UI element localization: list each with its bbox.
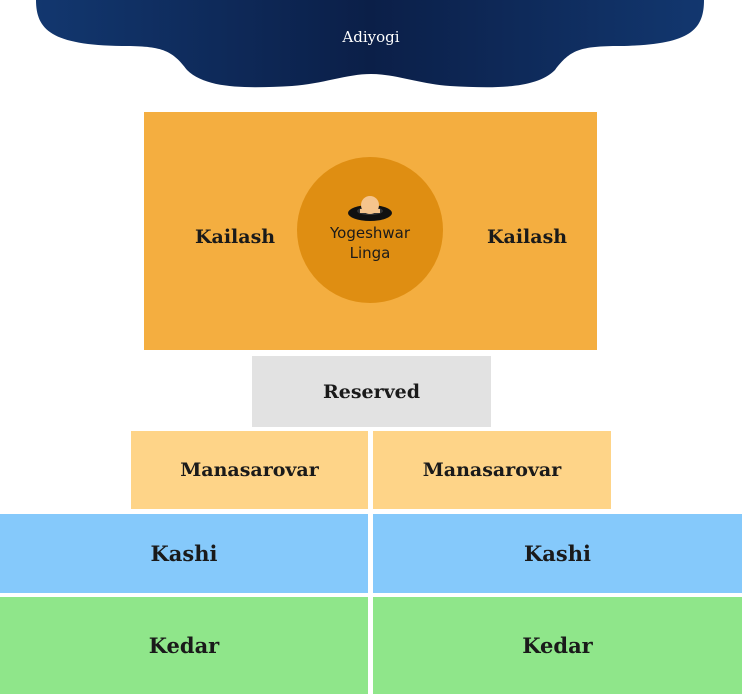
- linga-label: Yogeshwar Linga: [320, 223, 420, 263]
- stage-shape: [36, 0, 704, 88]
- kashi-left[interactable]: Kashi: [0, 514, 368, 593]
- reserved-section[interactable]: Reserved: [252, 356, 491, 427]
- kailash-left-label: Kailash: [195, 226, 276, 248]
- linga-label-line2: Linga: [349, 244, 391, 262]
- kailash-right-label: Kailash: [487, 226, 568, 248]
- stage-label: Adiyogi: [342, 28, 400, 46]
- linga-icon: [348, 196, 392, 221]
- linga-label-line1: Yogeshwar: [329, 224, 411, 242]
- kedar-right[interactable]: Kedar: [373, 597, 742, 694]
- kedar-left[interactable]: Kedar: [0, 597, 368, 694]
- kashi-right[interactable]: Kashi: [373, 514, 742, 593]
- yogeshwar-linga[interactable]: Yogeshwar Linga: [297, 157, 443, 303]
- manasarovar-left[interactable]: Manasarovar: [131, 431, 368, 509]
- manasarovar-right[interactable]: Manasarovar: [373, 431, 611, 509]
